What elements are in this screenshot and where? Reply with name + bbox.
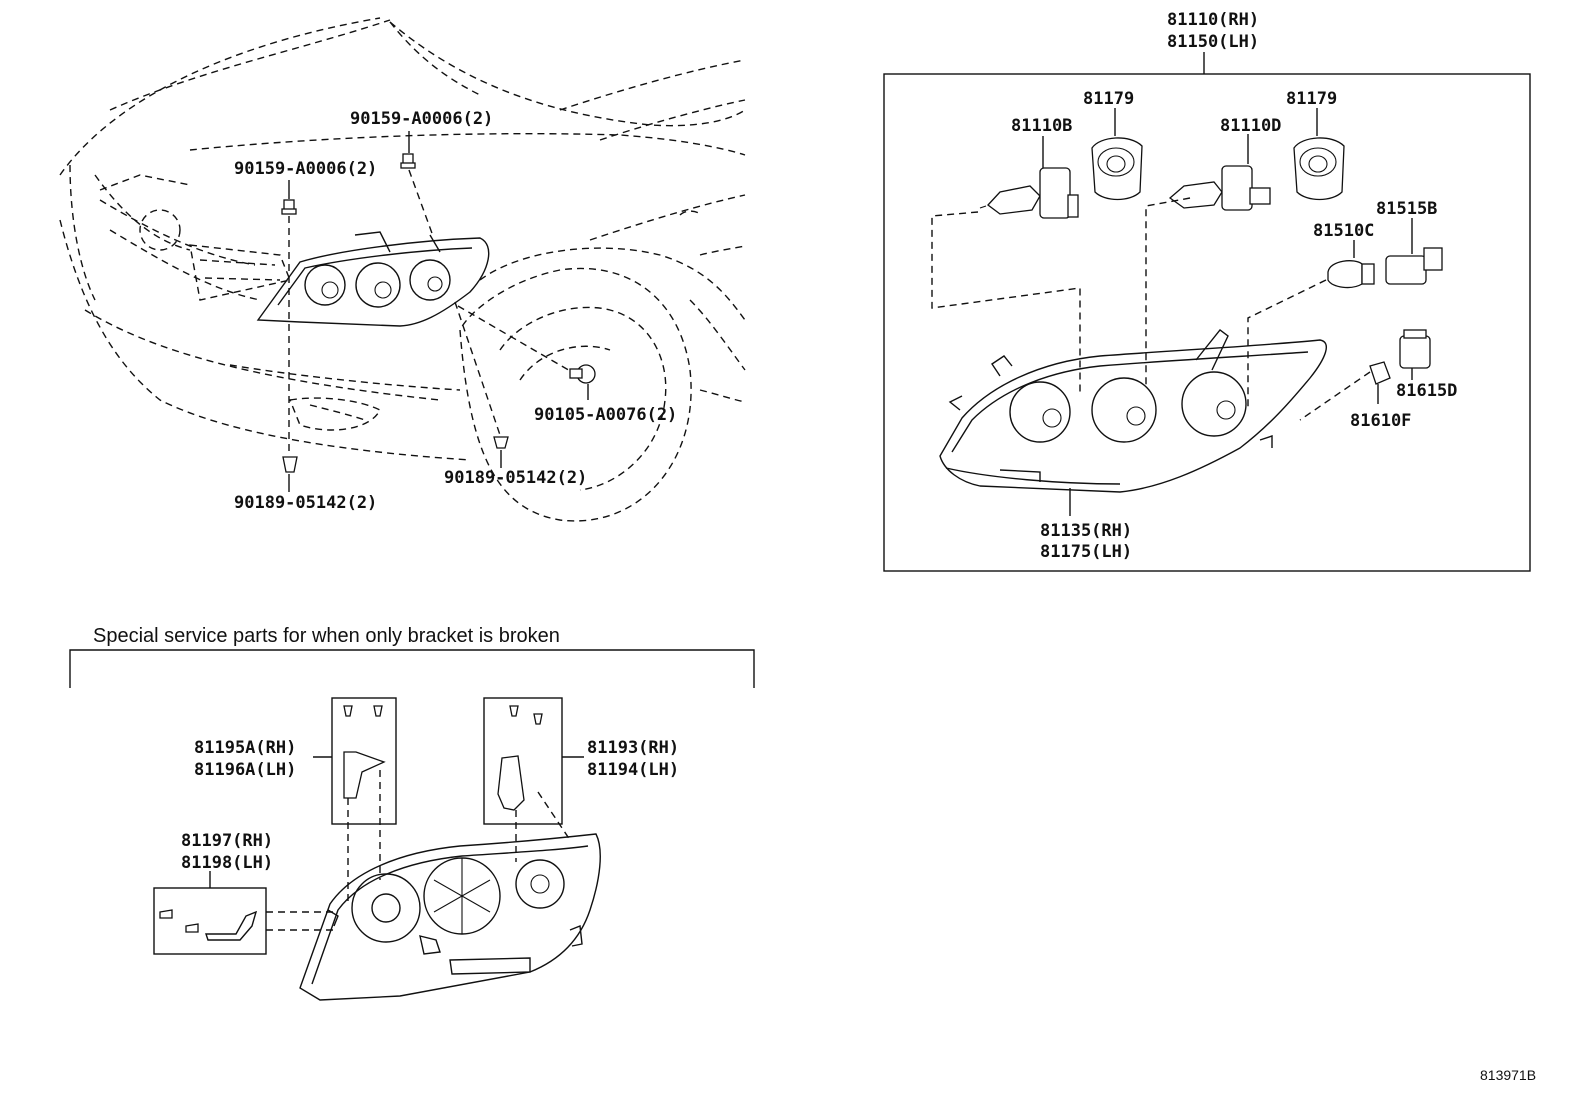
callout-bulb-lo: 81110D bbox=[1220, 116, 1281, 136]
fastener-screw-right bbox=[569, 364, 596, 384]
headlamp-bulb-lo bbox=[1168, 134, 1271, 211]
callout-socket-b: 81179 bbox=[1286, 89, 1337, 109]
callout-side-bulb: 81510C bbox=[1313, 221, 1374, 241]
fastener-clip-bottom-left bbox=[282, 456, 298, 473]
side-marker-socket bbox=[1385, 218, 1443, 285]
callout-park-bulb: 81610F bbox=[1350, 411, 1411, 431]
callout-housing-lh: 81175(LH) bbox=[1040, 542, 1132, 562]
headlamp-rear-view bbox=[299, 833, 601, 1001]
callout-socket-a: 81179 bbox=[1083, 89, 1134, 109]
vehicle-front-illustration bbox=[59, 17, 746, 522]
callout-bracket-c-lh: 81198(LH) bbox=[181, 853, 273, 873]
callout-bracket-b-rh: 81193(RH) bbox=[587, 738, 679, 758]
bracket-b-kit bbox=[483, 697, 584, 825]
callout-bracket-c-rh: 81197(RH) bbox=[181, 831, 273, 851]
headlamp-bulb-hi bbox=[979, 136, 1079, 219]
park-bulb bbox=[1369, 361, 1391, 404]
callout-unit-lh: 81150(LH) bbox=[1167, 32, 1259, 52]
callout-bulb-hi: 81110B bbox=[1011, 116, 1072, 136]
callout-clip-bottom-right: 90189-05142(2) bbox=[444, 468, 587, 488]
headlamp-assembly-box bbox=[883, 52, 1531, 572]
illustration-reference-number: 813971B bbox=[1480, 1067, 1536, 1083]
callout-side-socket: 81515B bbox=[1376, 199, 1437, 219]
headlamp-housing bbox=[939, 329, 1328, 516]
bulb-socket-a bbox=[1091, 108, 1143, 201]
callout-unit-rh: 81110(RH) bbox=[1167, 10, 1259, 30]
callout-bracket-a-lh: 81196A(LH) bbox=[194, 760, 296, 780]
special-service-note: Special service parts for when only brac… bbox=[93, 625, 560, 647]
bracket-c-kit bbox=[153, 871, 267, 955]
callout-bracket-a-rh: 81195A(RH) bbox=[194, 738, 296, 758]
special-service-bracket-line bbox=[69, 649, 755, 688]
fastener-clip-bottom-right bbox=[493, 436, 509, 449]
bracket-a-kit bbox=[313, 697, 397, 825]
callout-clip-top-right: 90159-A0006(2) bbox=[350, 109, 493, 129]
fastener-clip-top-right bbox=[400, 153, 416, 169]
callout-screw: 90105-A0076(2) bbox=[534, 405, 677, 425]
callout-park-socket: 81615D bbox=[1396, 381, 1457, 401]
callout-clip-top-left: 90159-A0006(2) bbox=[234, 159, 377, 179]
callout-housing-rh: 81135(RH) bbox=[1040, 521, 1132, 541]
park-socket bbox=[1399, 329, 1431, 380]
callout-bracket-b-lh: 81194(LH) bbox=[587, 760, 679, 780]
bulb-socket-b bbox=[1293, 108, 1345, 201]
fastener-clip-top-left bbox=[281, 199, 297, 215]
installed-headlamp bbox=[256, 231, 490, 327]
callout-clip-bottom-left: 90189-05142(2) bbox=[234, 493, 377, 513]
side-marker-bulb bbox=[1327, 240, 1375, 289]
